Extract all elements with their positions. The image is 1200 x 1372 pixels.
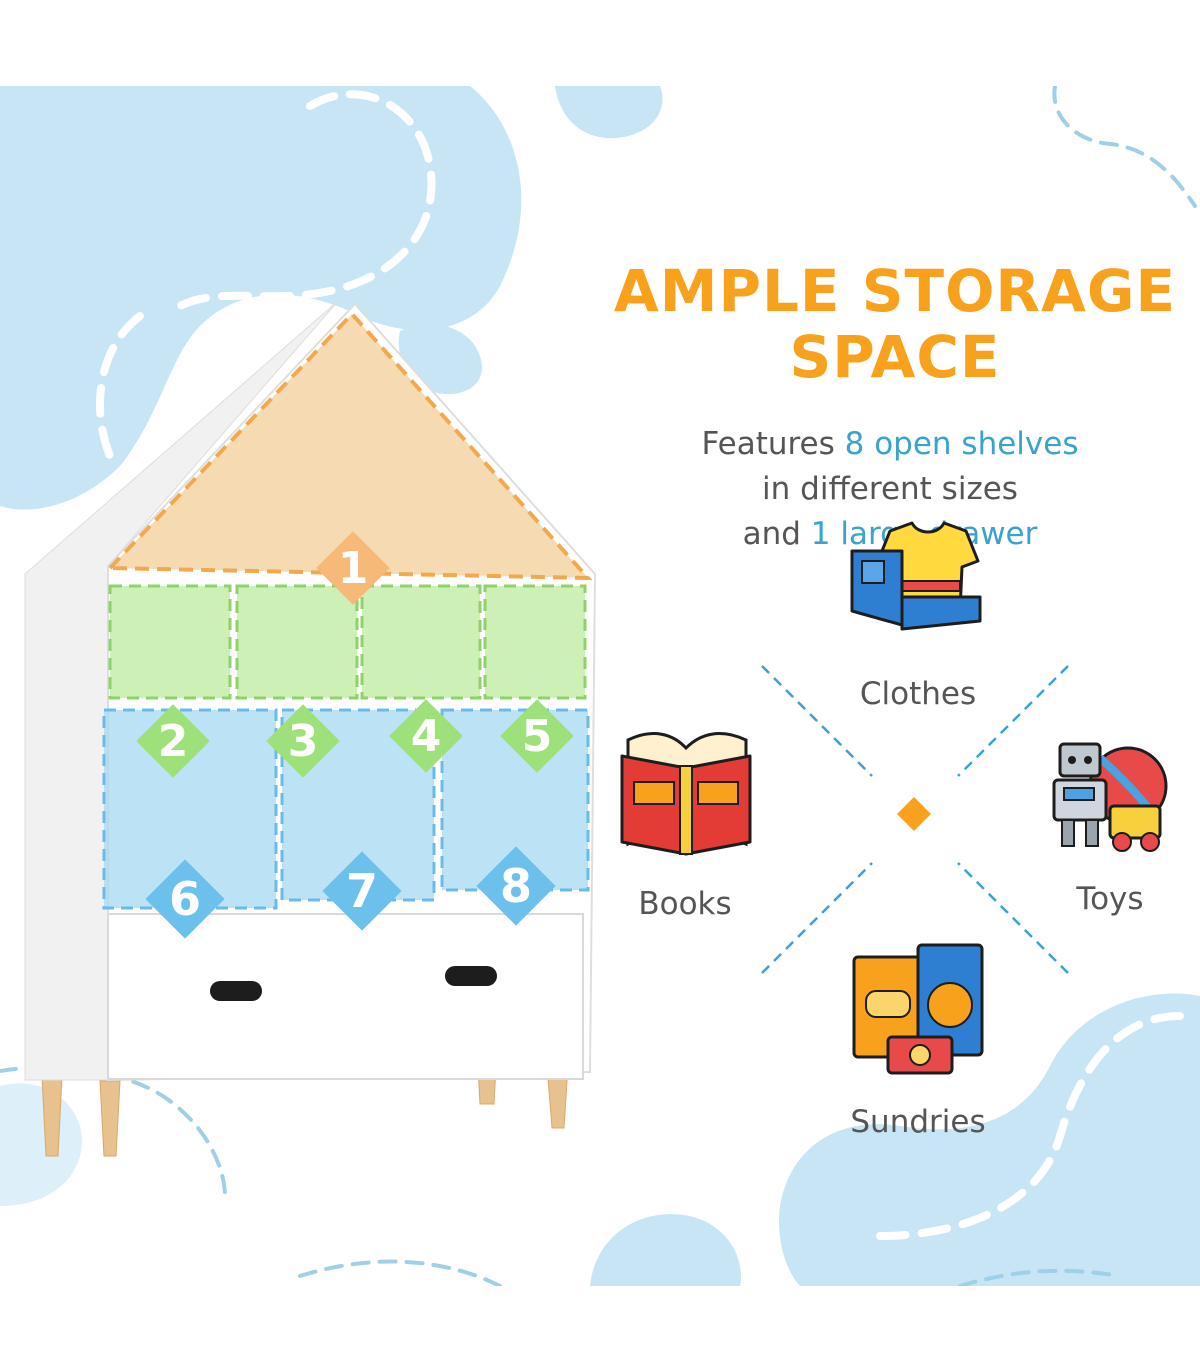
compartment-1-fill [105,311,593,581]
drawer-handle-right [445,966,497,986]
background-decor [0,86,1200,1286]
background-blob-left-bottom [0,1083,82,1206]
background-blob-top-mid [555,86,663,139]
description-line-1: Features 8 open shelves [640,422,1140,467]
compartment-5-fill [483,584,587,700]
bookcase-illustration: 1 2 3 4 5 6 7 [24,300,597,1157]
compartment-number-5: 5 [522,711,553,762]
product-panel: 1 2 3 4 5 6 7 [0,86,1200,1286]
compartment-number-2: 2 [158,716,189,767]
background-blob-top-left [0,86,522,510]
description-shelves-highlight: 8 open shelves [844,426,1079,462]
headline-line-1: AMPLE STORAGE [613,257,1177,325]
toys-icon [1052,742,1168,852]
category-toys-label: Toys [1076,881,1144,917]
compartment-badge-3: 3 [266,704,340,778]
clothes-icon [850,521,982,631]
center-diamond [897,797,931,831]
headline-line-2: SPACE [789,323,1001,391]
compartment-number-7: 7 [346,864,378,918]
compartment-4-fill [360,584,482,700]
description-line-2: in different sizes [762,471,1018,507]
category-sundries-label: Sundries [850,1104,986,1140]
description-line-3-prefix: and [742,516,811,552]
compartment-badge-2: 2 [136,704,210,778]
compartment-3-fill [235,584,359,700]
category-books-label: Books [638,886,732,922]
compartment-number-6: 6 [169,872,201,926]
bookcase-leg-back-left [99,1080,121,1157]
drawer-handle-left [210,981,262,1001]
book-icon [620,732,752,856]
compartment-2-fill [108,584,232,700]
category-clothes-label: Clothes [859,676,977,712]
description-line-1-prefix: Features [701,426,845,462]
compartment-number-4: 4 [411,711,442,762]
compartment-number-8: 8 [500,859,532,913]
compartment-badge-1: 1 [316,531,390,605]
compartment-badge-5: 5 [500,699,574,773]
compartment-badge-4: 4 [389,699,463,773]
compartment-number-3: 3 [288,716,319,767]
bookcase-leg-front-left [41,1075,63,1157]
background-blob-bottom-mid [590,1214,741,1286]
headline: AMPLE STORAGE SPACE [560,258,1200,390]
bookcase-drawer [107,913,584,1080]
category-divider [761,665,1069,974]
compartment-number-1: 1 [338,543,369,594]
snacks-icon [852,943,984,1075]
